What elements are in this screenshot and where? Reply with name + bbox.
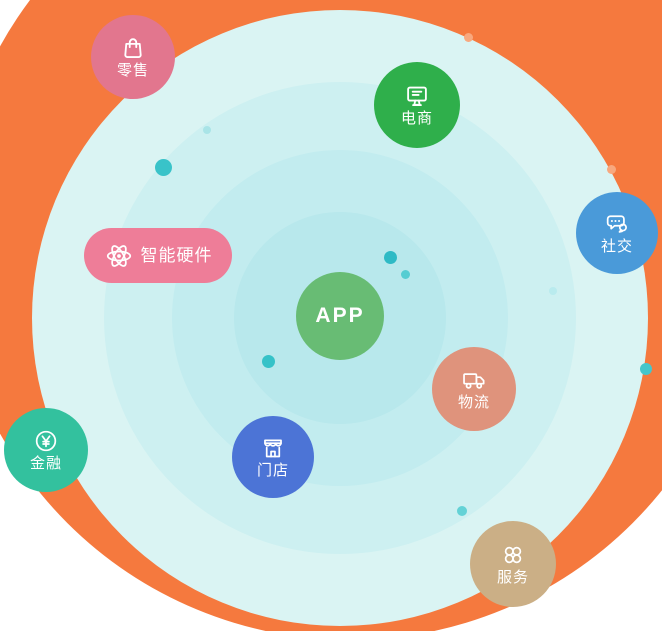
node-label: 智能硬件	[140, 245, 213, 265]
storefront-icon	[260, 435, 286, 461]
app-label: APP	[315, 304, 365, 327]
node-service: 服务	[470, 521, 556, 607]
node-label: 社交	[600, 237, 633, 255]
center-app-node: APP	[296, 272, 384, 360]
node-label: 门店	[256, 461, 289, 479]
node-smart-hardware: 智能硬件	[84, 228, 232, 283]
atom-icon	[104, 241, 134, 271]
truck-icon	[461, 367, 487, 393]
chat-bubbles-icon	[604, 211, 630, 237]
node-store: 门店	[232, 416, 314, 498]
clover-icon	[500, 542, 526, 568]
node-logistics: 物流	[432, 347, 516, 431]
node-social: 社交	[576, 192, 658, 274]
node-label: 服务	[496, 568, 529, 586]
monitor-icon	[404, 83, 430, 109]
node-ecommerce: 电商	[374, 62, 460, 148]
node-finance: 金融	[4, 408, 88, 492]
yuan-icon	[33, 428, 59, 454]
node-label: 电商	[400, 109, 433, 127]
node-label: 零售	[116, 61, 149, 79]
node-retail: 零售	[91, 15, 175, 99]
node-label: 金融	[29, 454, 62, 472]
shopping-bag-icon	[120, 35, 146, 61]
node-label: 物流	[457, 393, 490, 411]
